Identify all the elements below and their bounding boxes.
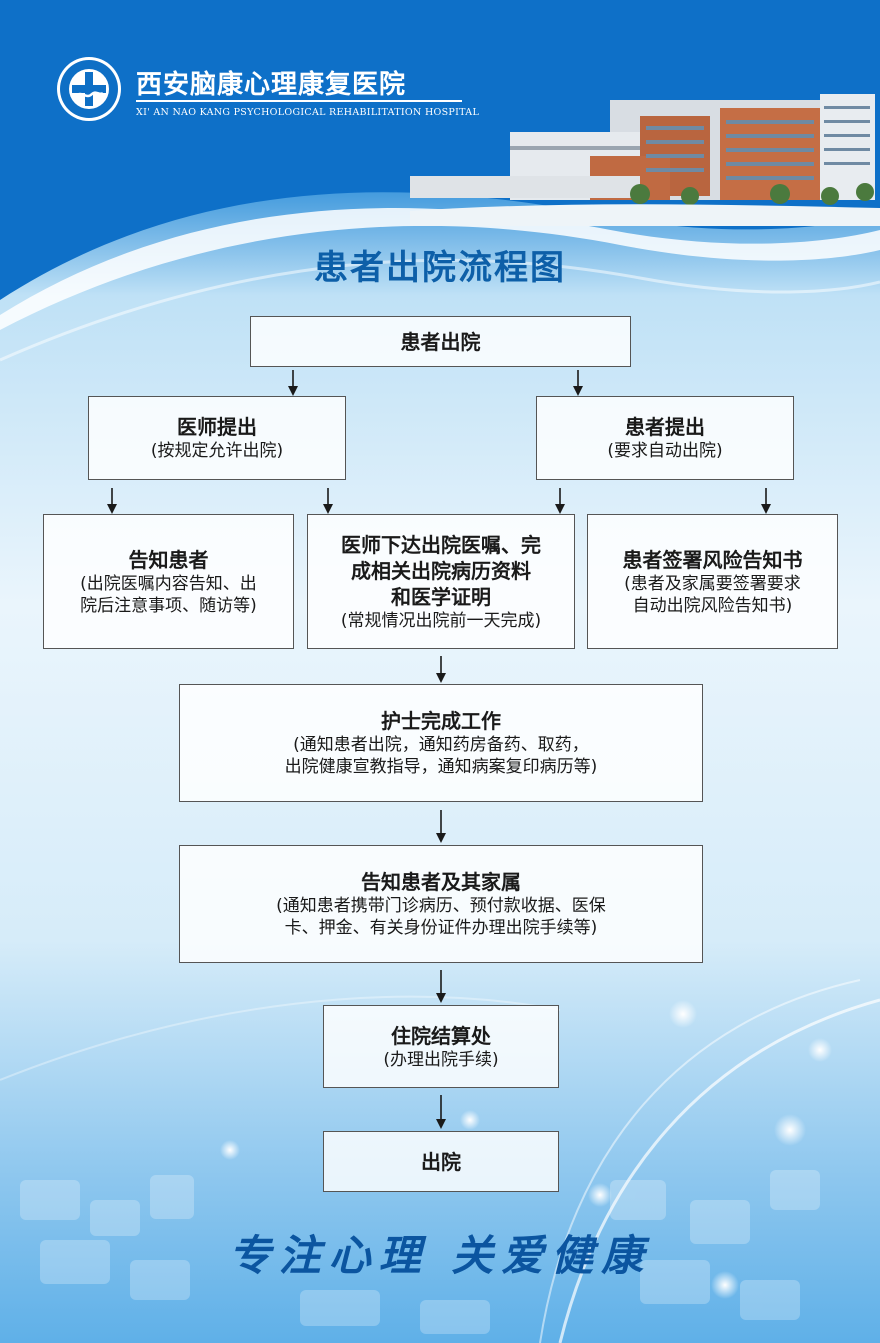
node-orders-sub: (常规情况出院前一天完成) bbox=[340, 610, 542, 631]
node-inform-sub2: 院后注意事项、随访等) bbox=[80, 595, 257, 616]
hospital-name-en: XI' AN NAO KANG PSYCHOLOGICAL REHABILITA… bbox=[136, 107, 480, 118]
node-inform-title: 告知患者 bbox=[128, 547, 209, 572]
node-start: 患者出院 bbox=[250, 316, 631, 367]
slogan: 专注心理 关爱健康 bbox=[228, 1231, 652, 1280]
node-nurse-sub2: 出院健康宣教指导，通知病案复印病历等) bbox=[284, 757, 598, 777]
node-billing-sub: (办理出院手续) bbox=[383, 1049, 499, 1070]
node-nurse-sub1: (通知患者出院，通知药房备药、取药， bbox=[293, 735, 589, 755]
node-risk: 患者签署风险告知书 (患者及家属要签署要求 自动出院风险告知书) bbox=[587, 514, 838, 649]
node-family: 告知患者及其家属 (通知患者携带门诊病历、预付款收据、医保 卡、押金、有关身份证… bbox=[179, 845, 703, 963]
header-divider bbox=[136, 100, 462, 102]
node-risk-sub1: (患者及家属要签署要求 bbox=[624, 573, 801, 594]
node-orders: 医师下达出院医嘱、完 成相关出院病历资料 和医学证明 (常规情况出院前一天完成) bbox=[307, 514, 575, 649]
node-inform-sub1: (出院医嘱内容告知、出 bbox=[80, 573, 257, 594]
node-orders-title2: 成相关出院病历资料 bbox=[351, 558, 531, 583]
node-orders-title1: 医师下达出院医嘱、完 bbox=[341, 532, 541, 557]
node-inform: 告知患者 (出院医嘱内容告知、出 院后注意事项、随访等) bbox=[43, 514, 294, 649]
node-billing-title: 住院结算处 bbox=[391, 1023, 491, 1048]
node-orders-title3: 和医学证明 bbox=[391, 584, 491, 609]
page-title: 患者出院流程图 bbox=[314, 248, 566, 288]
node-patient: 患者提出 (要求自动出院) bbox=[536, 396, 794, 480]
node-family-sub2: 卡、押金、有关身份证件办理出院手续等) bbox=[284, 918, 598, 938]
node-risk-title: 患者签署风险告知书 bbox=[622, 547, 803, 572]
node-patient-title: 患者提出 bbox=[625, 415, 705, 439]
node-family-sub1: (通知患者携带门诊病历、预付款收据、医保 bbox=[276, 896, 606, 916]
node-billing: 住院结算处 (办理出院手续) bbox=[323, 1005, 559, 1088]
node-doctor: 医师提出 (按规定允许出院) bbox=[88, 396, 346, 480]
node-family-title: 告知患者及其家属 bbox=[361, 870, 521, 894]
node-risk-sub2: 自动出院风险告知书) bbox=[632, 595, 793, 616]
node-patient-sub: (要求自动出院) bbox=[607, 441, 723, 461]
node-end-label: 出院 bbox=[421, 1149, 461, 1174]
node-end: 出院 bbox=[323, 1131, 559, 1192]
node-nurse: 护士完成工作 (通知患者出院，通知药房备药、取药， 出院健康宣教指导，通知病案复… bbox=[179, 684, 703, 802]
hospital-building-image bbox=[410, 94, 880, 226]
hospital-header: 西安脑康心理康复医院 XI' AN NAO KANG PSYCHOLOGICAL… bbox=[56, 56, 479, 126]
node-doctor-sub: (按规定允许出院) bbox=[150, 441, 284, 461]
hospital-name-cn: 西安脑康心理康复医院 bbox=[136, 70, 407, 100]
node-nurse-title: 护士完成工作 bbox=[381, 709, 501, 733]
node-doctor-title: 医师提出 bbox=[177, 415, 257, 439]
node-start-label: 患者出院 bbox=[400, 329, 481, 354]
hospital-cross-logo-icon bbox=[57, 57, 121, 121]
